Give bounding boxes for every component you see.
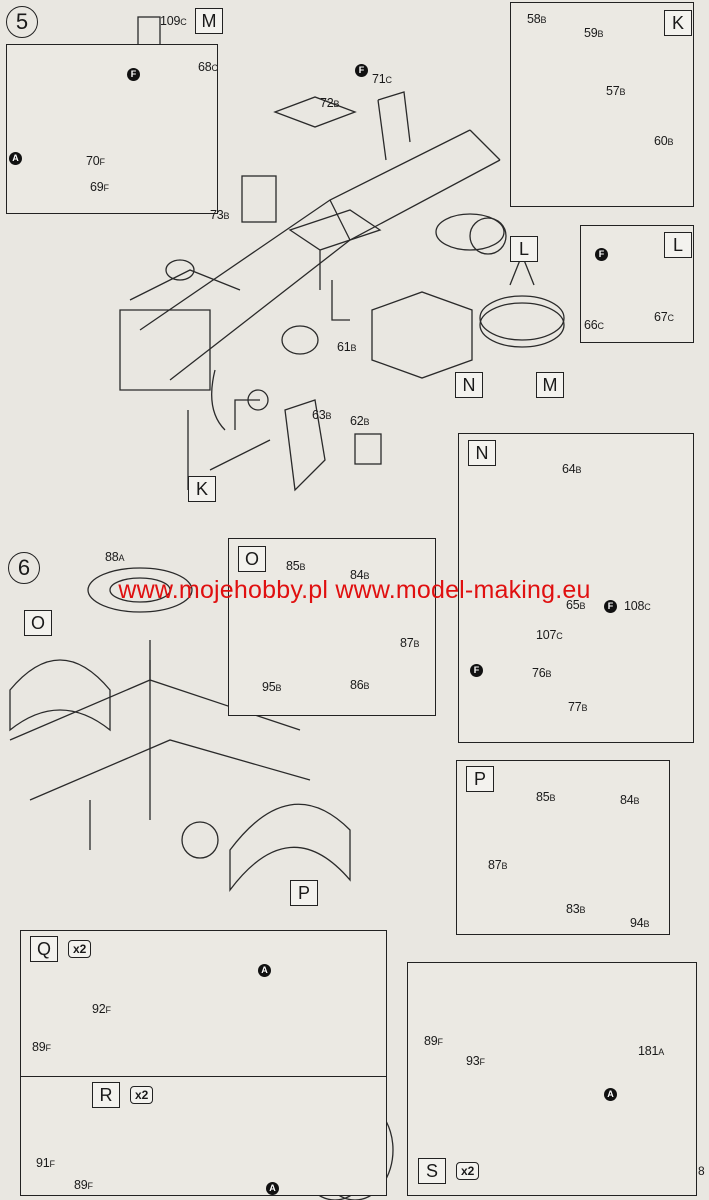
watermark-text: www.mojehobby.pl www.model-making.eu — [118, 576, 591, 604]
part-59b: 59B — [584, 26, 604, 40]
part-66c: 66C — [584, 318, 604, 332]
part-64b: 64B — [562, 462, 582, 476]
step-6-number: 6 — [8, 552, 40, 584]
r-wheel-box — [20, 1076, 387, 1196]
part-89f: 89F — [424, 1034, 443, 1048]
part-88a: 88A — [105, 550, 125, 564]
marker-a: A — [604, 1088, 617, 1101]
tag-k-chassis: K — [188, 476, 216, 502]
marker-f: F — [355, 64, 368, 77]
s-wheel-box — [407, 962, 697, 1196]
part-77b: 77B — [568, 700, 588, 714]
tag-o-box: O — [238, 546, 266, 572]
quantity-x2: x2 — [68, 940, 92, 958]
tag-m-top: M — [195, 8, 223, 34]
part-71c: 71C — [372, 72, 392, 86]
tag-r-box: R — [92, 1082, 120, 1108]
part-89f: 89F — [74, 1178, 93, 1192]
wheel-detail-box — [6, 44, 218, 214]
marker-f: F — [604, 600, 617, 613]
part-87b: 87B — [400, 636, 420, 650]
tag-s-box: S — [418, 1158, 446, 1184]
tag-l-chassis: L — [510, 236, 538, 262]
part-83b: 83B — [566, 902, 586, 916]
part-181a: 181A — [638, 1044, 665, 1058]
n-detail-box — [458, 433, 694, 743]
marker-f: F — [127, 68, 140, 81]
part-63b: 63B — [312, 408, 332, 422]
part-57b: 57B — [606, 84, 626, 98]
marker-a: A — [258, 964, 271, 977]
step-5-number: 5 — [6, 6, 38, 38]
part-85b: 85B — [286, 559, 306, 573]
tag-o-left: O — [24, 610, 52, 636]
part-73b: 73B — [210, 208, 230, 222]
part-93f: 93F — [466, 1054, 485, 1068]
marker-a: A — [266, 1182, 279, 1195]
part-68c: 68C — [198, 60, 218, 74]
part-87b: 87B — [488, 858, 508, 872]
part-94b: 94B — [630, 916, 650, 930]
marker-f: F — [595, 248, 608, 261]
part-61b: 61B — [337, 340, 357, 354]
part-108c: 108C — [624, 599, 651, 613]
page-number: 8 — [698, 1164, 705, 1178]
k-detail-box — [510, 2, 694, 207]
quantity-x2: x2 — [456, 1162, 480, 1180]
part-58b: 58B — [527, 12, 547, 26]
part-109c: 109C — [160, 14, 187, 28]
tag-k-top: K — [664, 10, 692, 36]
part-107c: 107C — [536, 628, 563, 642]
part-86b: 86B — [350, 678, 370, 692]
part-91f: 91F — [36, 1156, 55, 1170]
part-92f: 92F — [92, 1002, 111, 1016]
tag-q-box: Q — [30, 936, 58, 962]
part-76b: 76B — [532, 666, 552, 680]
part-62b: 62B — [350, 414, 370, 428]
part-85b: 85B — [536, 790, 556, 804]
tag-p-chassis: P — [290, 880, 318, 906]
tag-p-box: P — [466, 766, 494, 792]
part-70f: 70F — [86, 154, 105, 168]
part-60b: 60B — [654, 134, 674, 148]
tag-n-box: N — [468, 440, 496, 466]
part-95b: 95B — [262, 680, 282, 694]
part-65b: 65B — [566, 598, 586, 612]
tag-l-box: L — [664, 232, 692, 258]
part-67c: 67C — [654, 310, 674, 324]
marker-a: A — [9, 152, 22, 165]
marker-f: F — [470, 664, 483, 677]
part-84b: 84B — [620, 793, 640, 807]
part-72b: 72B — [320, 96, 340, 110]
tag-n-chassis: N — [455, 372, 483, 398]
quantity-x2: x2 — [130, 1086, 154, 1104]
part-89f: 89F — [32, 1040, 51, 1054]
part-69f: 69F — [90, 180, 109, 194]
part-84b: 84B — [350, 568, 370, 582]
tag-m-chassis: M — [536, 372, 564, 398]
